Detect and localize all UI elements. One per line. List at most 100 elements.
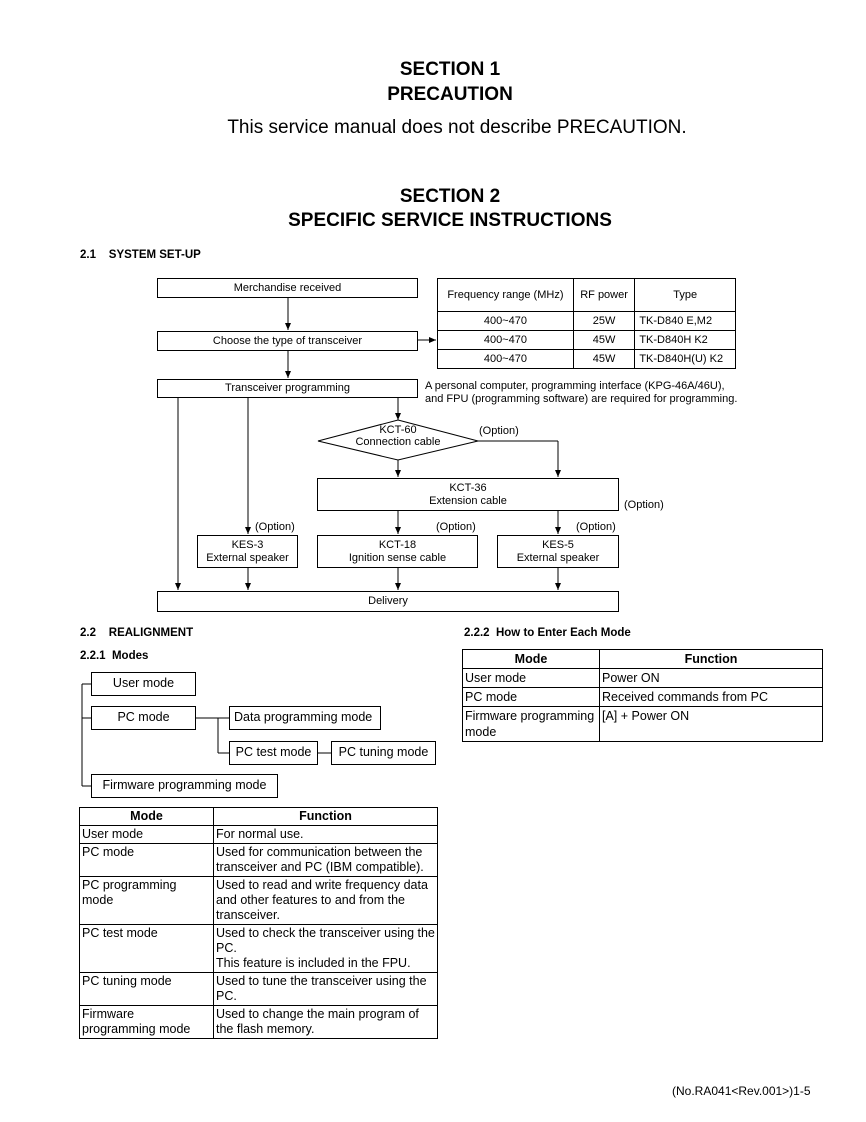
table-row: User mode For normal use. [79,825,438,844]
table-cell: [A] + Power ON [599,706,823,742]
heading-2-2-2-num: 2.2.2 [464,627,490,639]
transceiver-programming-box: Transceiver programming [157,379,418,398]
table-cell: Firmware programming mode [79,1005,214,1039]
kct60-model: KCT-60 [379,424,417,436]
enter-mode-table: Mode Function User mode Power ON PC mode… [462,649,823,742]
table-row: PC mode Used for communication between t… [79,843,438,877]
section1-title: SECTION 1 [399,59,501,80]
table-row: 400~470 25W TK-D840 E,M2 [437,311,736,331]
table-row: PC test mode Used to check the transceiv… [79,924,438,973]
table-header: Function [599,649,823,669]
kct18-box: KCT-18 Ignition sense cable [317,535,478,568]
heading-2-2-1-text: Modes [111,650,149,662]
table-cell: Power ON [599,668,823,688]
table-cell: Received commands from PC [599,687,823,707]
heading-2-2-2-text: How to Enter Each Mode [495,627,631,639]
table-cell: 25W [572,311,636,331]
modes-table: Mode Function User mode For normal use. … [79,807,438,1039]
kct36-option: (Option) [624,499,664,511]
table-cell: 400~470 [437,330,574,350]
table-cell: Used for communication between the trans… [213,843,438,877]
table-cell: 400~470 [437,311,574,331]
tree-pc-mode: PC mode [91,706,196,730]
heading-2-2: 2.2 REALIGNMENT [80,627,193,639]
table-cell: PC test mode [79,924,214,973]
heading-2-2-text: REALIGNMENT [108,627,194,639]
table-cell: Used to read and write frequency data an… [213,876,438,925]
kct18-option: (Option) [436,521,476,533]
tree-user-mode: User mode [91,672,196,696]
table-cell: 45W [572,330,636,350]
kct60-label: KCT-60 Connection cable [338,424,458,448]
table-row: User mode Power ON [462,668,823,688]
section1-subtitle: PRECAUTION [387,84,513,105]
table-cell: Used to tune the transceiver using the P… [213,972,438,1006]
table-row: Firmware programming mode [A] + Power ON [462,706,823,742]
table-cell: TK-D840H K2 [634,330,736,350]
table-cell: Used to check the transceiver using the … [213,924,438,973]
tree-pc-test-mode: PC test mode [229,741,318,765]
choose-transceiver-box: Choose the type of transceiver [157,331,418,351]
table-header-row: Mode Function [79,807,438,826]
kes3-model: KES-3 [231,539,264,551]
table-row: PC mode Received commands from PC [462,687,823,707]
flow-connectors [175,298,561,590]
kct36-desc: Extension cable [429,495,507,507]
table-cell: PC mode [462,687,600,707]
table-cell: 45W [572,349,636,369]
heading-2-1-num: 2.1 [80,249,96,261]
table-row: 400~470 45W TK-D840H K2 [437,330,736,350]
kct60-desc: Connection cable [355,436,441,448]
table-row: PC tuning mode Used to tune the transcei… [79,972,438,1006]
section1-text: This service manual does not describe PR… [227,117,687,138]
table-header: Type [634,278,736,312]
heading-2-2-num: 2.2 [80,627,96,639]
heading-2-2-2: 2.2.2 How to Enter Each Mode [464,627,631,639]
table-header: Frequency range (MHz) [437,278,574,312]
heading-2-1-text: SYSTEM SET-UP [108,249,201,261]
table-header-row: Mode Function [462,649,823,669]
kct18-desc: Ignition sense cable [348,552,447,564]
kes5-model: KES-5 [542,539,574,551]
tree-firmware-programming-mode: Firmware programming mode [91,774,278,798]
table-cell: PC programming mode [79,876,214,925]
programming-note: A personal computer, programming interfa… [425,380,737,406]
programming-note-line2: and FPU (programming software) are requi… [425,393,738,405]
table-header: RF power [572,278,636,312]
delivery-box: Delivery [157,591,619,612]
table-cell: Firmware programming mode [462,706,600,742]
kes3-desc: External speaker [206,552,289,564]
table-cell: User mode [79,825,214,844]
kct36-box: KCT-36 Extension cable [317,478,619,511]
kct18-model: KCT-18 [378,539,417,551]
kes3-option: (Option) [255,521,295,533]
table-row: Firmware programming mode Used to change… [79,1005,438,1039]
transceiver-type-table: Frequency range (MHz) RF power Type 400~… [437,278,736,369]
table-cell: PC mode [79,843,214,877]
programming-note-line1: A personal computer, programming interfa… [425,380,725,392]
kes5-box: KES-5 External speaker [497,535,619,568]
table-header: Function [213,807,438,826]
merchandise-received-box: Merchandise received [157,278,418,298]
table-cell: PC tuning mode [79,972,214,1006]
table-cell: Used to change the main program of the f… [213,1005,438,1039]
kct60-option: (Option) [479,425,519,437]
modes-tree-connectors [81,683,331,787]
kes5-option: (Option) [576,521,616,533]
page-footer: (No.RA041<Rev.001>)1-5 [672,1084,811,1098]
table-row: 400~470 45W TK-D840H(U) K2 [437,349,736,369]
heading-2-2-1: 2.2.1 Modes [80,650,148,662]
section2-title: SECTION 2 [399,186,501,207]
table-header-row: Frequency range (MHz) RF power Type [437,278,736,312]
table-row: PC programming mode Used to read and wri… [79,876,438,925]
kes5-desc: External speaker [516,552,600,564]
kes3-box: KES-3 External speaker [197,535,298,568]
table-cell: For normal use. [213,825,438,844]
table-cell: TK-D840H(U) K2 [634,349,736,369]
section2-subtitle: SPECIFIC SERVICE INSTRUCTIONS [288,210,612,231]
table-cell: 400~470 [437,349,574,369]
tree-pc-tuning-mode: PC tuning mode [331,741,436,765]
table-cell: User mode [462,668,600,688]
kct36-model: KCT-36 [449,482,487,494]
tree-data-programming-mode: Data programming mode [229,706,381,730]
